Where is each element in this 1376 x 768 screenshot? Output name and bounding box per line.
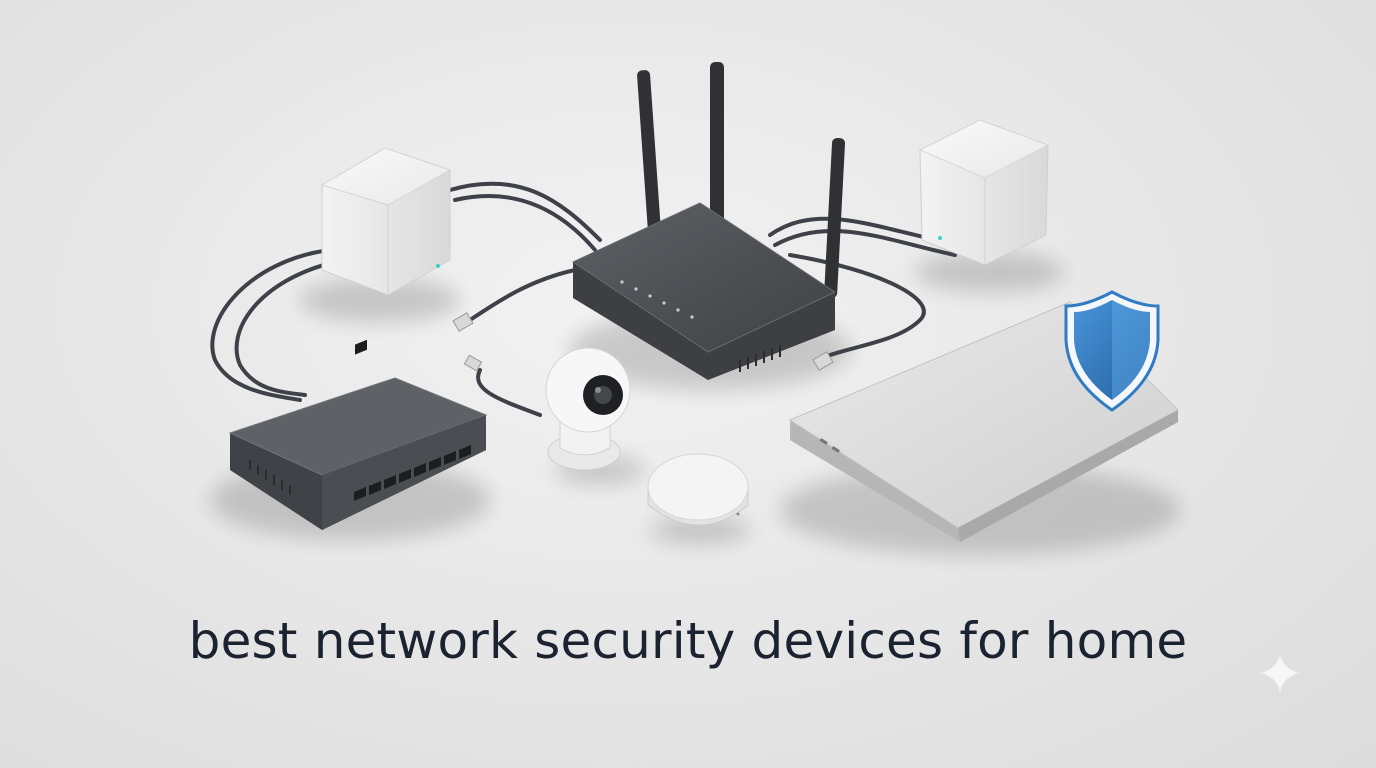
router-vents xyxy=(739,345,781,372)
mesh-node-left xyxy=(320,147,452,296)
switch-ports xyxy=(355,339,367,355)
security-camera xyxy=(545,347,631,471)
smart-hub xyxy=(647,453,749,526)
wifi-router xyxy=(571,62,846,380)
shield-icon xyxy=(1064,290,1160,412)
cable-connectors xyxy=(452,312,834,372)
router-leds xyxy=(620,280,694,319)
sparkle-icon xyxy=(1258,651,1302,695)
ethernet-switch xyxy=(228,339,488,530)
page-caption: best network security devices for home xyxy=(188,612,1188,670)
mesh-node-right xyxy=(918,119,1050,266)
